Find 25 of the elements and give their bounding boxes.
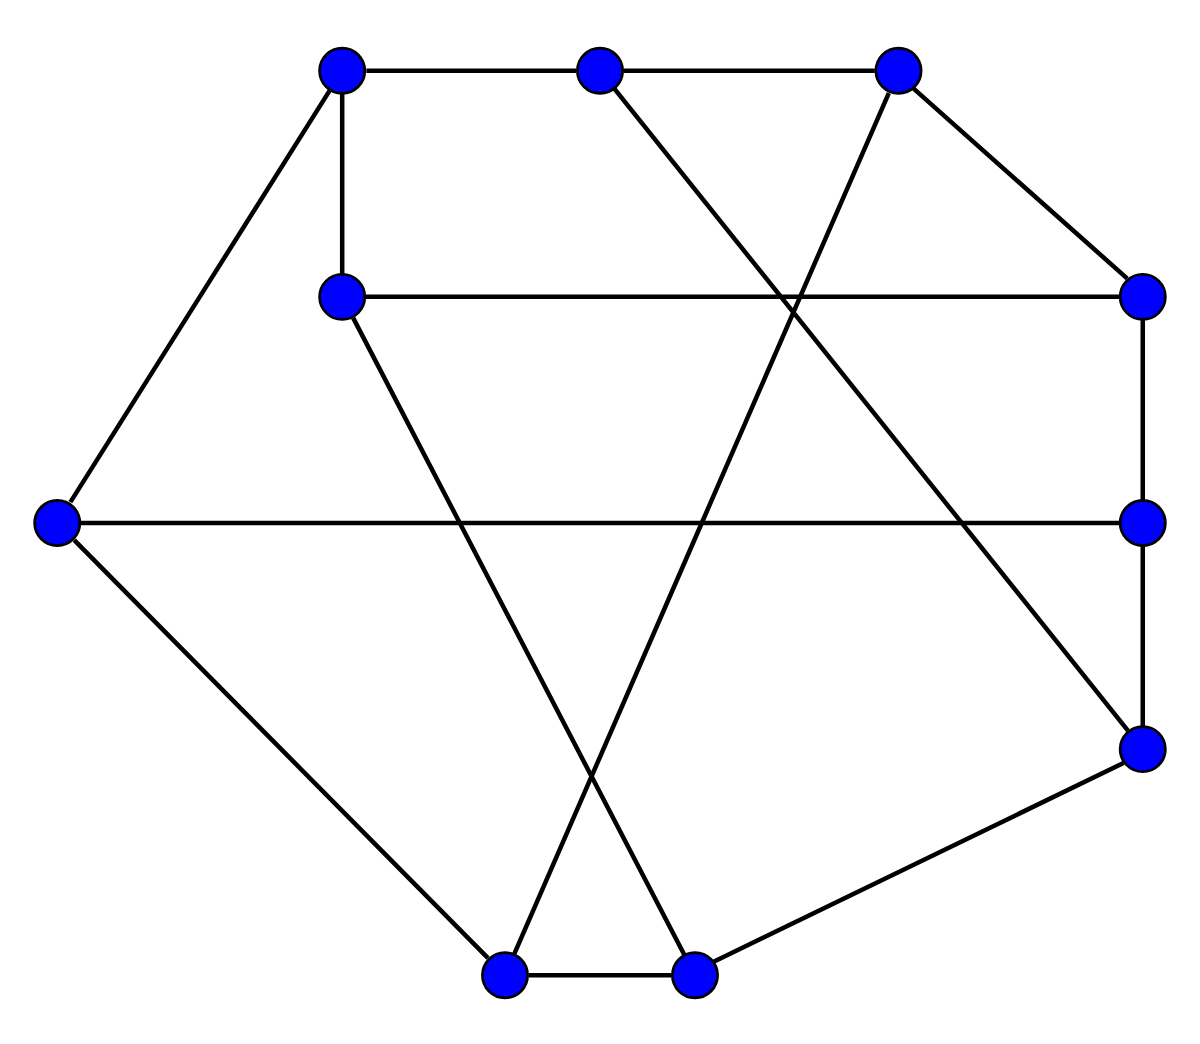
- node-circle: [481, 950, 529, 999]
- node-circle: [33, 498, 82, 546]
- connector: [623, 67, 875, 72]
- node-circle: [1118, 271, 1167, 320]
- node-circle: [318, 271, 367, 320]
- connector: [339, 92, 345, 273]
- node-circle: [576, 45, 624, 94]
- node-circle: [318, 45, 367, 94]
- connector: [528, 972, 672, 977]
- connector: [68, 87, 332, 503]
- connector: [1140, 545, 1145, 726]
- connector: [1140, 318, 1145, 499]
- node-circle: [1118, 724, 1167, 773]
- node-circle: [671, 950, 719, 999]
- connector: [712, 759, 1125, 963]
- connector: [366, 67, 577, 72]
- connector: [365, 293, 1120, 299]
- connector: [72, 537, 490, 959]
- connector: [351, 315, 687, 955]
- connector: [80, 519, 1120, 525]
- node-circle: [874, 45, 923, 94]
- node-circle: [1118, 498, 1167, 546]
- connector: [612, 86, 1130, 732]
- connector: [512, 91, 891, 954]
- connector: [911, 85, 1129, 280]
